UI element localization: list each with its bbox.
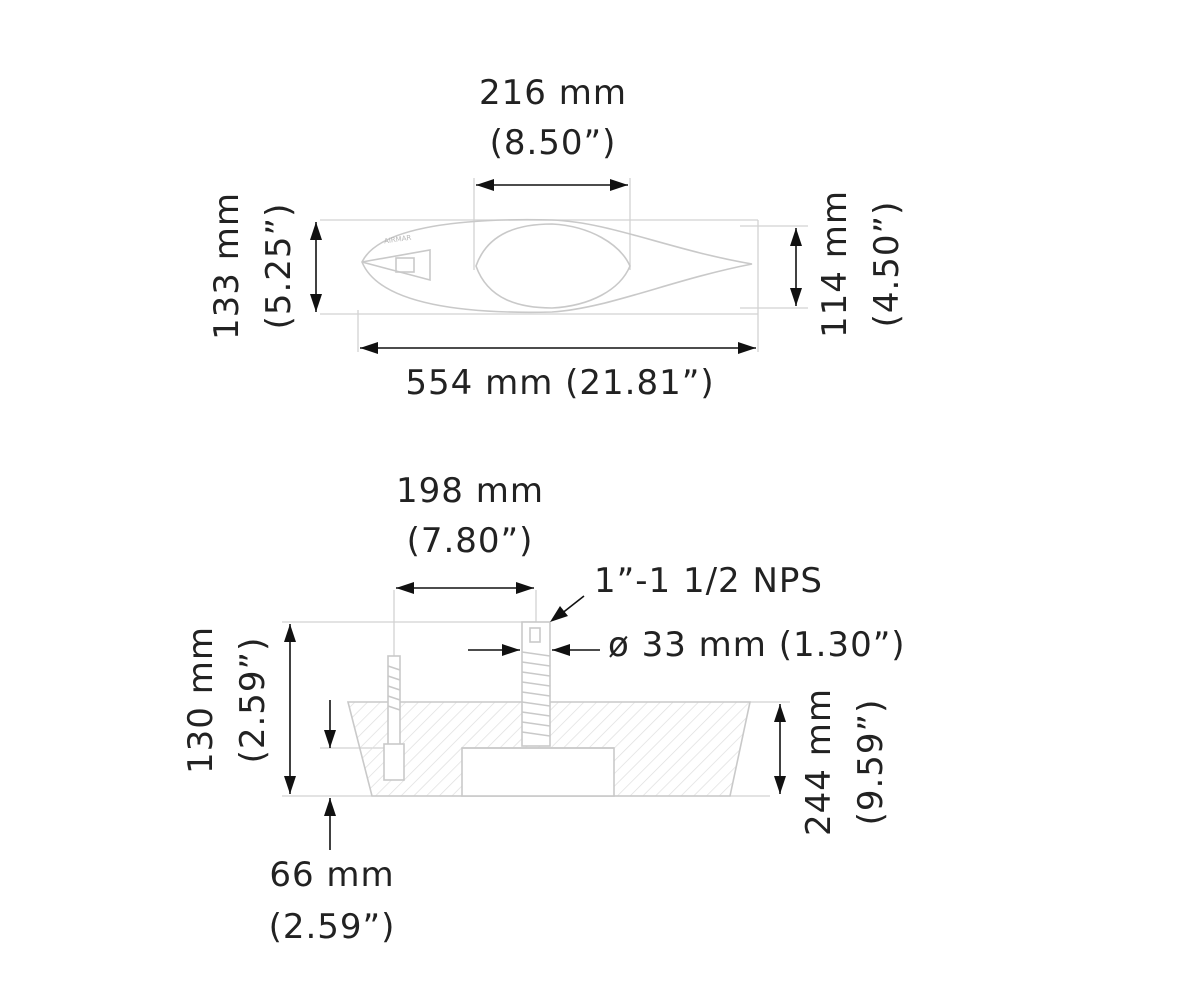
transducer-window xyxy=(475,223,631,309)
diameter-label: ø 33 mm (1.30”) xyxy=(608,625,906,665)
window-width-in-label: (8.50”) xyxy=(490,123,617,163)
right-height-in-label: (9.59”) xyxy=(851,699,891,826)
base-height-in-label: (2.59”) xyxy=(269,907,396,947)
arrow-right-icon xyxy=(738,342,756,354)
left-height-in-label: (2.59”) xyxy=(233,637,273,764)
threaded-stem xyxy=(521,621,551,747)
arrow-left-icon xyxy=(552,644,570,656)
arrow-down-icon xyxy=(324,730,336,748)
arrow-down-icon xyxy=(774,776,786,794)
logo-badge: AIRMAR xyxy=(384,234,415,273)
cable-stem xyxy=(383,655,405,781)
stem-spacing-mm-label: 198 mm xyxy=(396,471,544,511)
arrow-up-icon xyxy=(774,704,786,722)
arrow-up-icon xyxy=(310,222,322,240)
right-height-in-label: (4.50”) xyxy=(867,201,907,328)
arrow-left-icon xyxy=(396,582,414,594)
transducer-housing-top xyxy=(361,218,753,314)
arrow-up-icon xyxy=(324,798,336,816)
arrow-up-icon xyxy=(790,228,802,246)
thread-label: 1”-1 1/2 NPS xyxy=(594,561,823,601)
left-height-in-label: (5.25”) xyxy=(259,203,299,330)
left-height-mm-label: 130 mm xyxy=(181,626,221,774)
arrow-right-icon xyxy=(516,582,534,594)
arrow-down-icon xyxy=(284,776,296,794)
arrow-up-icon xyxy=(284,624,296,642)
transducer-element xyxy=(461,747,615,797)
side-view: 198 mm (7.80”) 1”-1 1/2 NPS ø 33 mm (1.3… xyxy=(181,471,906,947)
stem-spacing-in-label: (7.80”) xyxy=(407,521,534,561)
arrow-right-icon xyxy=(610,179,628,191)
arrow-down-icon xyxy=(310,294,322,312)
svg-text:AIRMAR: AIRMAR xyxy=(384,234,412,246)
length-label: 554 mm (21.81”) xyxy=(405,363,714,403)
arrow-right-icon xyxy=(502,644,520,656)
top-view: AIRMAR 216 mm (8.50”) 133 mm (5.25”) 114… xyxy=(207,73,907,403)
right-height-mm-label: 114 mm xyxy=(815,190,855,338)
right-height-mm-label: 244 mm xyxy=(799,688,839,836)
window-width-mm-label: 216 mm xyxy=(479,73,627,113)
arrow-left-icon xyxy=(476,179,494,191)
arrow-leader-icon xyxy=(550,606,568,622)
left-height-mm-label: 133 mm xyxy=(207,192,247,340)
arrow-left-icon xyxy=(360,342,378,354)
base-height-mm-label: 66 mm xyxy=(269,855,394,895)
arrow-down-icon xyxy=(790,288,802,306)
